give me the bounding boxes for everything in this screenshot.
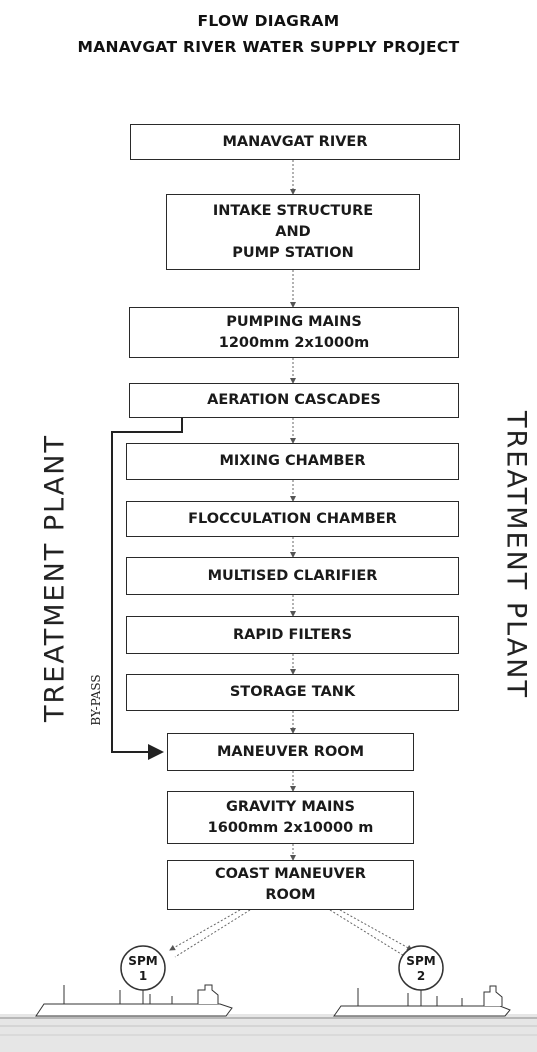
box-gravity-mains: GRAVITY MAINS 1600mm 2x10000 m [167,791,414,844]
spm-2-label: SPM 2 [401,954,441,984]
box-label: AERATION CASCADES [207,390,381,411]
spm-1-label: SPM 1 [123,954,163,984]
box-label: MANEUVER ROOM [217,742,364,763]
spm-1-number: 1 [123,969,163,984]
box-mixing-chamber: MIXING CHAMBER [126,443,459,480]
box-label: PUMPING MAINS 1200mm 2x1000m [219,312,370,354]
box-label: MIXING CHAMBER [219,451,365,472]
box-label: STORAGE TANK [230,682,355,703]
arrow-coast-spm2-b [330,910,406,957]
arrow-coast-spm1 [170,910,240,950]
box-maneuver-room: MANEUVER ROOM [167,733,414,771]
box-label: INTAKE STRUCTURE AND PUMP STATION [213,201,373,264]
box-storage-tank: STORAGE TANK [126,674,459,711]
box-label: COAST MANEUVER ROOM [215,864,366,906]
spm-2-name: SPM [401,954,441,969]
box-label: FLOCCULATION CHAMBER [188,509,397,530]
sea-surface [0,1014,537,1052]
treatment-plant-right-label: TREATMENT PLANT [501,411,532,699]
box-coast-maneuver-room: COAST MANEUVER ROOM [167,860,414,910]
arrow-coast-spm2 [340,910,412,950]
box-label: MANAVGAT RIVER [222,132,367,153]
box-label: RAPID FILTERS [233,625,352,646]
spm-1-name: SPM [123,954,163,969]
box-intake-structure: INTAKE STRUCTURE AND PUMP STATION [166,194,420,270]
box-rapid-filters: RAPID FILTERS [126,616,459,654]
spm-2-number: 2 [401,969,441,984]
box-label: MULTISED CLARIFIER [208,566,378,587]
tanker-ship-icon [36,985,232,1016]
box-flocculation-chamber: FLOCCULATION CHAMBER [126,501,459,537]
box-label: GRAVITY MAINS 1600mm 2x10000 m [208,797,374,839]
box-aeration-cascades: AERATION CASCADES [129,383,459,418]
arrow-coast-spm1-b [175,910,250,957]
treatment-plant-left-label: TREATMENT PLANT [40,434,71,722]
box-multised-clarifier: MULTISED CLARIFIER [126,557,459,595]
box-pumping-mains: PUMPING MAINS 1200mm 2x1000m [129,307,459,358]
box-manavgat-river: MANAVGAT RIVER [130,124,460,160]
bypass-label: BY-PASS [89,674,103,725]
